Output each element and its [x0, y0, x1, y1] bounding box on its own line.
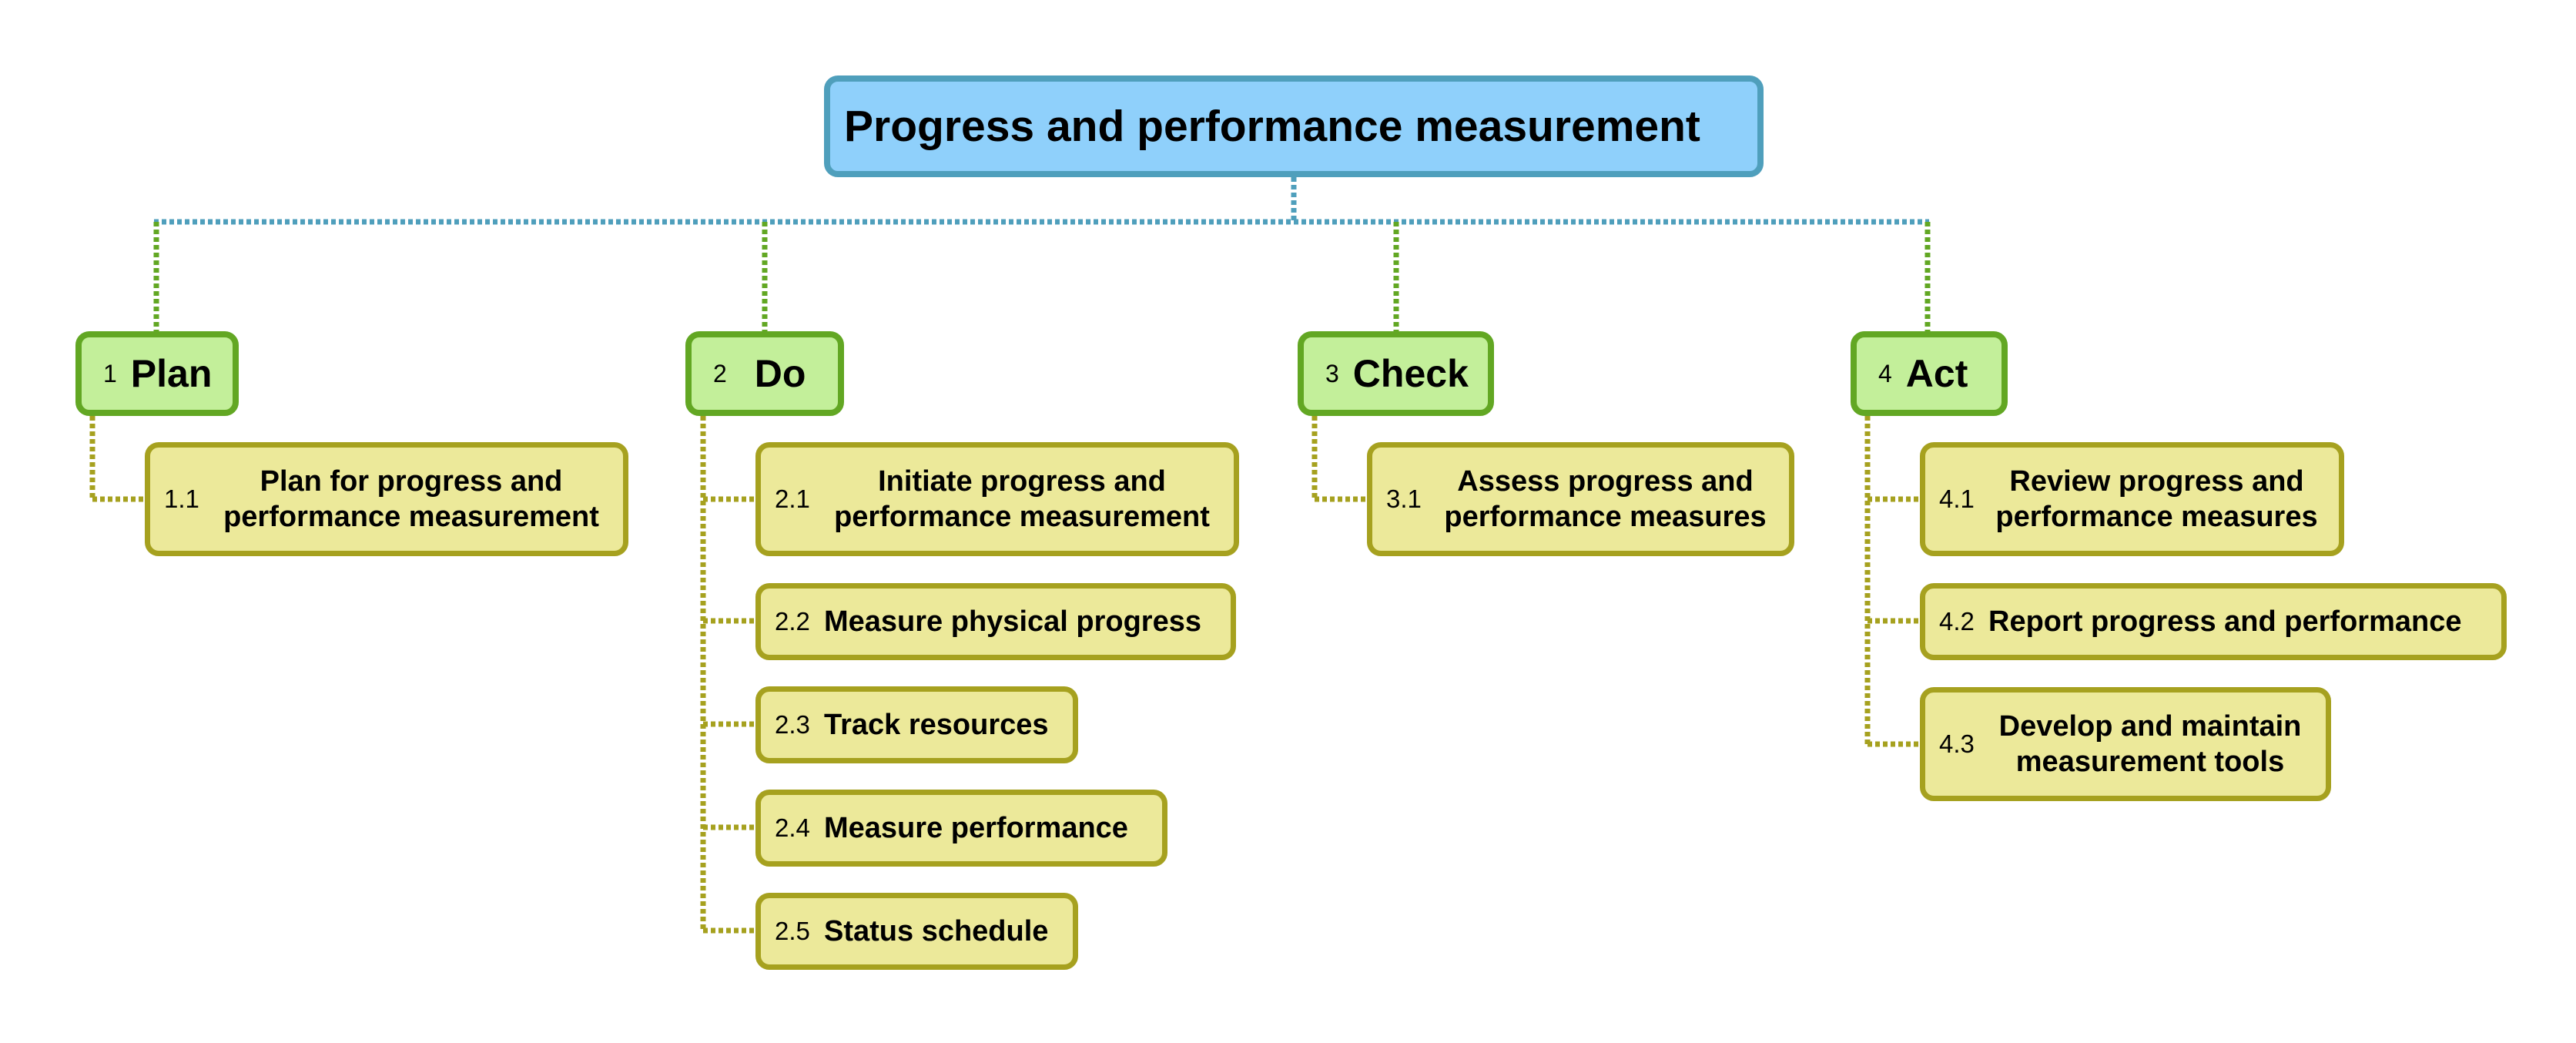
task-label: Track resources: [824, 709, 1049, 741]
root-label: Progress and performance measurement: [844, 102, 1700, 151]
phase-node-plan[interactable]: 1 Plan: [75, 331, 239, 416]
task-node-2-5[interactable]: 2.5 Status schedule: [755, 893, 1078, 970]
phase-number: 1: [103, 359, 117, 387]
root-node[interactable]: Progress and performance measurement: [824, 75, 1764, 177]
task-label: Develop and maintain measurement tools: [1998, 710, 2302, 778]
task-label: Assess progress and performance measures: [1444, 465, 1767, 533]
task-number: 1.1: [164, 485, 199, 513]
task-node-2-2[interactable]: 2.2 Measure physical progress: [755, 583, 1236, 660]
task-node-2-3[interactable]: 2.3 Track resources: [755, 686, 1078, 763]
task-node-2-4[interactable]: 2.4 Measure performance: [755, 790, 1167, 867]
task-number: 2.5: [775, 917, 810, 945]
phase-label: Plan: [130, 352, 213, 395]
task-number: 3.1: [1386, 485, 1422, 513]
task-node-1-1[interactable]: 1.1 Plan for progress and performance me…: [145, 442, 628, 556]
task-number: 2.4: [775, 813, 810, 842]
task-label: Plan for progress and performance measur…: [223, 465, 599, 533]
task-number: 2.3: [775, 710, 810, 739]
task-number: 4.2: [1939, 607, 1975, 636]
task-node-4-1[interactable]: 4.1 Review progress and performance meas…: [1920, 442, 2344, 556]
phase-number: 4: [1878, 359, 1892, 387]
task-node-4-2[interactable]: 4.2 Report progress and performance: [1920, 583, 2507, 660]
phase-label: Act: [1905, 352, 1968, 395]
task-label: Initiate progress and performance measur…: [834, 465, 1210, 533]
phase-node-act[interactable]: 4 Act: [1851, 331, 2008, 416]
task-number: 2.2: [775, 607, 810, 636]
task-node-4-3[interactable]: 4.3 Develop and maintain measurement too…: [1920, 687, 2331, 801]
phase-node-check[interactable]: 3 Check: [1298, 331, 1494, 416]
task-label: Measure physical progress: [824, 605, 1201, 638]
task-label: Status schedule: [824, 915, 1049, 947]
task-label: Measure performance: [824, 812, 1128, 844]
phase-label: Check: [1352, 352, 1469, 395]
task-label: Report progress and performance: [1988, 605, 2462, 638]
task-node-3-1[interactable]: 3.1 Assess progress and performance meas…: [1367, 442, 1794, 556]
phase-number: 3: [1325, 359, 1339, 387]
phase-label: Do: [754, 352, 806, 395]
phase-node-do[interactable]: 2 Do: [685, 331, 844, 416]
task-node-2-1[interactable]: 2.1 Initiate progress and performance me…: [755, 442, 1239, 556]
task-number: 4.3: [1939, 729, 1975, 758]
phase-number: 2: [713, 359, 727, 387]
task-number: 2.1: [775, 485, 810, 513]
task-label: Review progress and performance measures: [1995, 465, 2318, 533]
task-number: 4.1: [1939, 485, 1975, 513]
